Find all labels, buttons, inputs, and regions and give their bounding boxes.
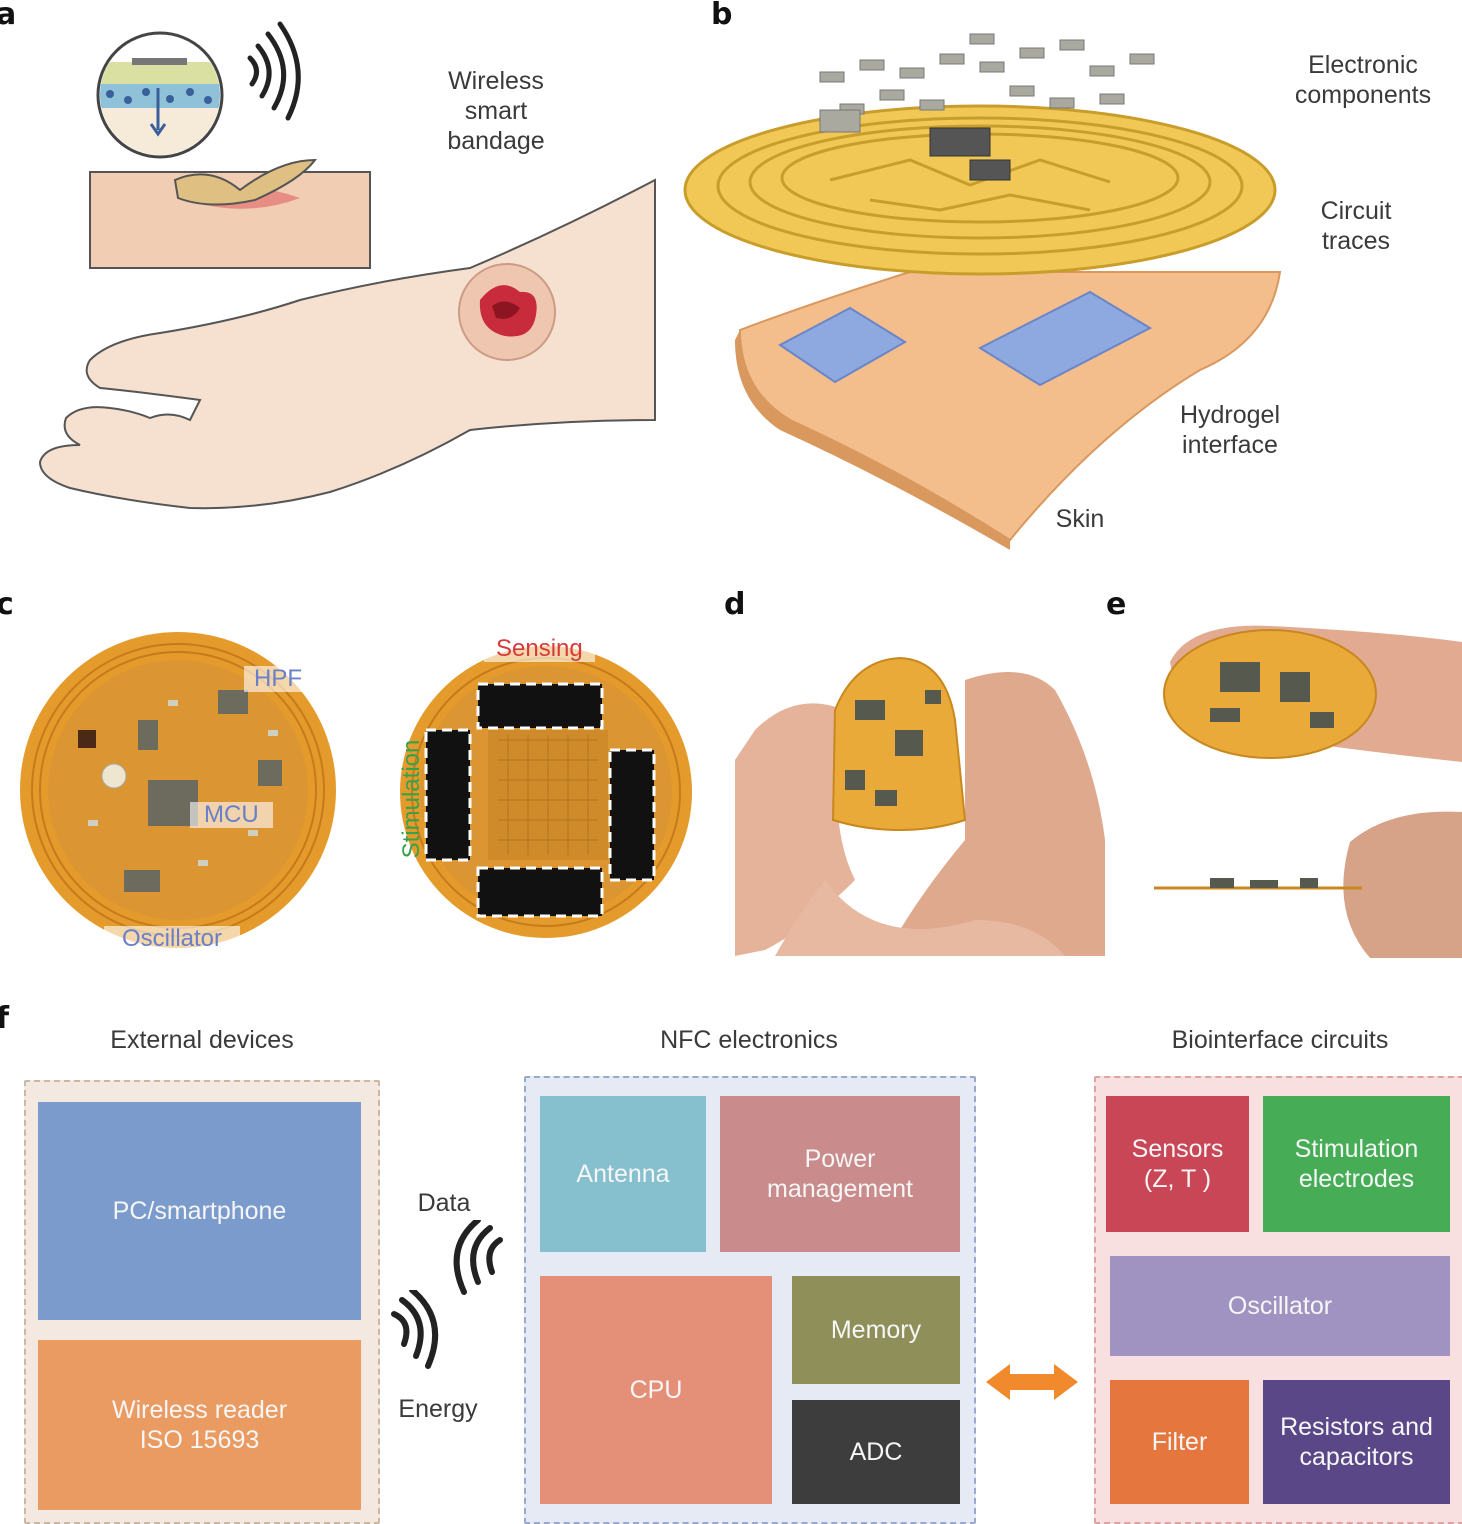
memory-label: Memory	[830, 1316, 922, 1344]
panel-letter-b: b	[711, 0, 733, 32]
data-wave-icon	[453, 1220, 503, 1295]
wrist-bandage-illustration	[38, 21, 656, 510]
resistors-capacitors-block: Resistors and capacitors	[1263, 1380, 1450, 1504]
panel-letter-e: e	[1106, 587, 1127, 622]
adc-label: ADC	[849, 1438, 903, 1466]
bidirectional-arrow-icon	[986, 1364, 1078, 1400]
nfc-electronics-title: NFC electronics	[660, 1026, 838, 1054]
energy-label: Energy	[398, 1395, 478, 1423]
energy-wave-icon	[391, 1290, 439, 1369]
biointerface-circuits-title: Biointerface circuits	[1171, 1026, 1389, 1054]
oscillator-block: Oscillator	[1110, 1256, 1450, 1356]
sensors-block: Sensors (Z, T )	[1106, 1096, 1249, 1232]
skin-label: Skin	[1055, 505, 1105, 533]
mcu-label: MCU	[190, 802, 273, 828]
filter-label: Filter	[1151, 1428, 1208, 1456]
external-devices-title: External devices	[110, 1026, 294, 1054]
hpf-label: HPF	[244, 666, 312, 692]
panel-letter-d: d	[724, 587, 746, 622]
antenna-label: Antenna	[576, 1160, 670, 1188]
panel-letter-a: a	[0, 0, 17, 32]
sensors-label: Sensors (Z, T )	[1131, 1135, 1224, 1193]
data-label: Data	[417, 1189, 471, 1217]
resistors-capacitors-label: Resistors and capacitors	[1280, 1413, 1433, 1471]
hydrogel-interface-label: Hydrogel interface	[1179, 401, 1281, 459]
flexed-device-photo	[735, 620, 1105, 956]
power-management-label: Power management	[767, 1145, 913, 1203]
circuit-traces-label: Circuit traces	[1320, 197, 1392, 255]
memory-block: Memory	[792, 1276, 960, 1384]
power-management-block: Power management	[720, 1096, 960, 1252]
exploded-device-illustration	[683, 33, 1282, 550]
stimulation-label: Stimulation	[398, 739, 425, 859]
adc-block: ADC	[792, 1400, 960, 1504]
panel-letter-c: c	[0, 587, 14, 622]
stimulation-electrodes-block: Stimulation electrodes	[1263, 1096, 1450, 1232]
thin-device-photos	[1150, 612, 1462, 958]
circuit-board-front-photo	[20, 632, 336, 948]
filter-block: Filter	[1110, 1380, 1249, 1504]
pc-smartphone-label: PC/smartphone	[112, 1197, 287, 1225]
cpu-label: CPU	[629, 1376, 683, 1404]
wireless-smart-bandage-label: Wireless smart bandage	[447, 67, 545, 155]
wireless-reader-label: Wireless reader ISO 15693	[111, 1396, 288, 1454]
oscillator-photo-label: Oscillator	[104, 926, 241, 952]
oscillator-block-label: Oscillator	[1227, 1292, 1333, 1320]
panel-letter-f: f	[0, 1001, 10, 1036]
stimulation-electrodes-label: Stimulation electrodes	[1294, 1135, 1419, 1193]
sensing-label: Sensing	[484, 636, 595, 662]
pc-smartphone-block: PC/smartphone	[38, 1102, 361, 1320]
circuit-board-back-photo	[400, 646, 692, 938]
wireless-reader-block: Wireless reader ISO 15693	[38, 1340, 361, 1510]
electronic-components-label: Electronic components	[1294, 51, 1432, 109]
antenna-block: Antenna	[540, 1096, 706, 1252]
cpu-block: CPU	[540, 1276, 772, 1504]
